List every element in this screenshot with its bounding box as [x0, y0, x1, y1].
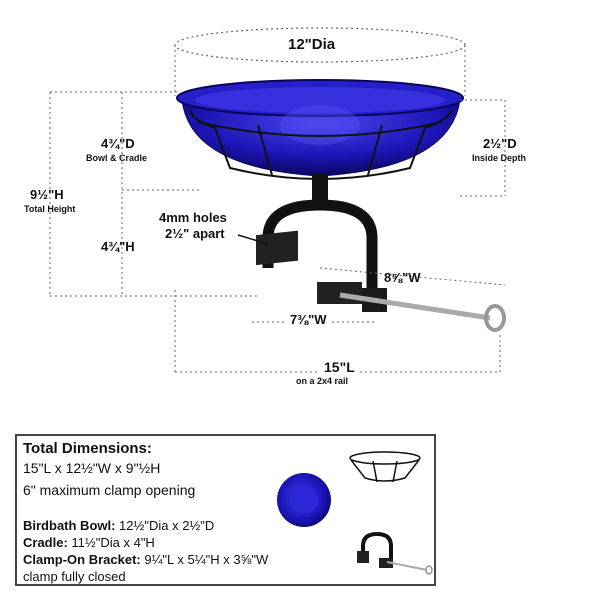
info-cradle: Cradle: 11½"Dia x 4"H — [23, 535, 155, 551]
clamp-width-label: 8⅝"W — [384, 270, 421, 285]
holes-label-line2: 2½" apart — [165, 226, 225, 241]
length-caption: on a 2x4 rail — [296, 376, 349, 386]
diameter-label: 12"Dia — [288, 36, 336, 53]
bracket-value: 9¼"L x 5¼"H x 3⅝"W — [140, 552, 269, 567]
length-label: 15"L — [320, 359, 359, 376]
bowl-key: Birdbath Bowl: — [23, 518, 116, 533]
cradle — [189, 109, 453, 204]
info-bracket-note: clamp fully closed — [23, 569, 126, 584]
holes-label-line1: 4mm holes — [159, 210, 227, 225]
holes-arrow — [237, 234, 269, 245]
bowl-thumbnail-icon — [277, 473, 331, 527]
inside-depth-caption: Inside Depth — [472, 153, 527, 163]
bowl-cradle-caption: Bowl & Cradle — [86, 153, 148, 163]
cradle-thumbnail-icon — [349, 451, 421, 483]
bracket-thumbnail-icon — [357, 531, 433, 575]
info-title: Total Dimensions: — [23, 440, 152, 457]
total-dimensions-box: Total Dimensions: 15"L x 12½"W x 9"½H 6"… — [15, 434, 436, 586]
info-bracket: Clamp-On Bracket: 9¼"L x 5¼"H x 3⅝"W — [23, 552, 268, 568]
total-height-label: 9½"H — [30, 187, 64, 202]
cradle-value: 11½"Dia x 4"H — [67, 535, 155, 550]
total-height-caption: Total Height — [24, 204, 76, 214]
inside-depth-label: 2½"D — [483, 136, 517, 151]
info-overall: 15"L x 12½"W x 9"½H — [23, 460, 161, 476]
info-clamp-opening: 6" maximum clamp opening — [23, 482, 196, 498]
bowl — [176, 79, 464, 177]
clamp-bracket — [256, 199, 506, 332]
cradle-key: Cradle: — [23, 535, 68, 550]
bracket-height-label: 4¾"H — [101, 239, 135, 254]
info-thumbnails — [277, 451, 433, 575]
dimension-lines — [49, 91, 506, 373]
bracket-width-label: 7⅜"W — [287, 312, 330, 328]
bowl-value: 12½"Dia x 2½"D — [115, 518, 215, 533]
bowl-cradle-depth-label: 4¾"D — [101, 136, 135, 151]
info-bowl: Birdbath Bowl: 12½"Dia x 2½"D — [23, 518, 214, 534]
bracket-key: Clamp-On Bracket: — [23, 552, 141, 567]
